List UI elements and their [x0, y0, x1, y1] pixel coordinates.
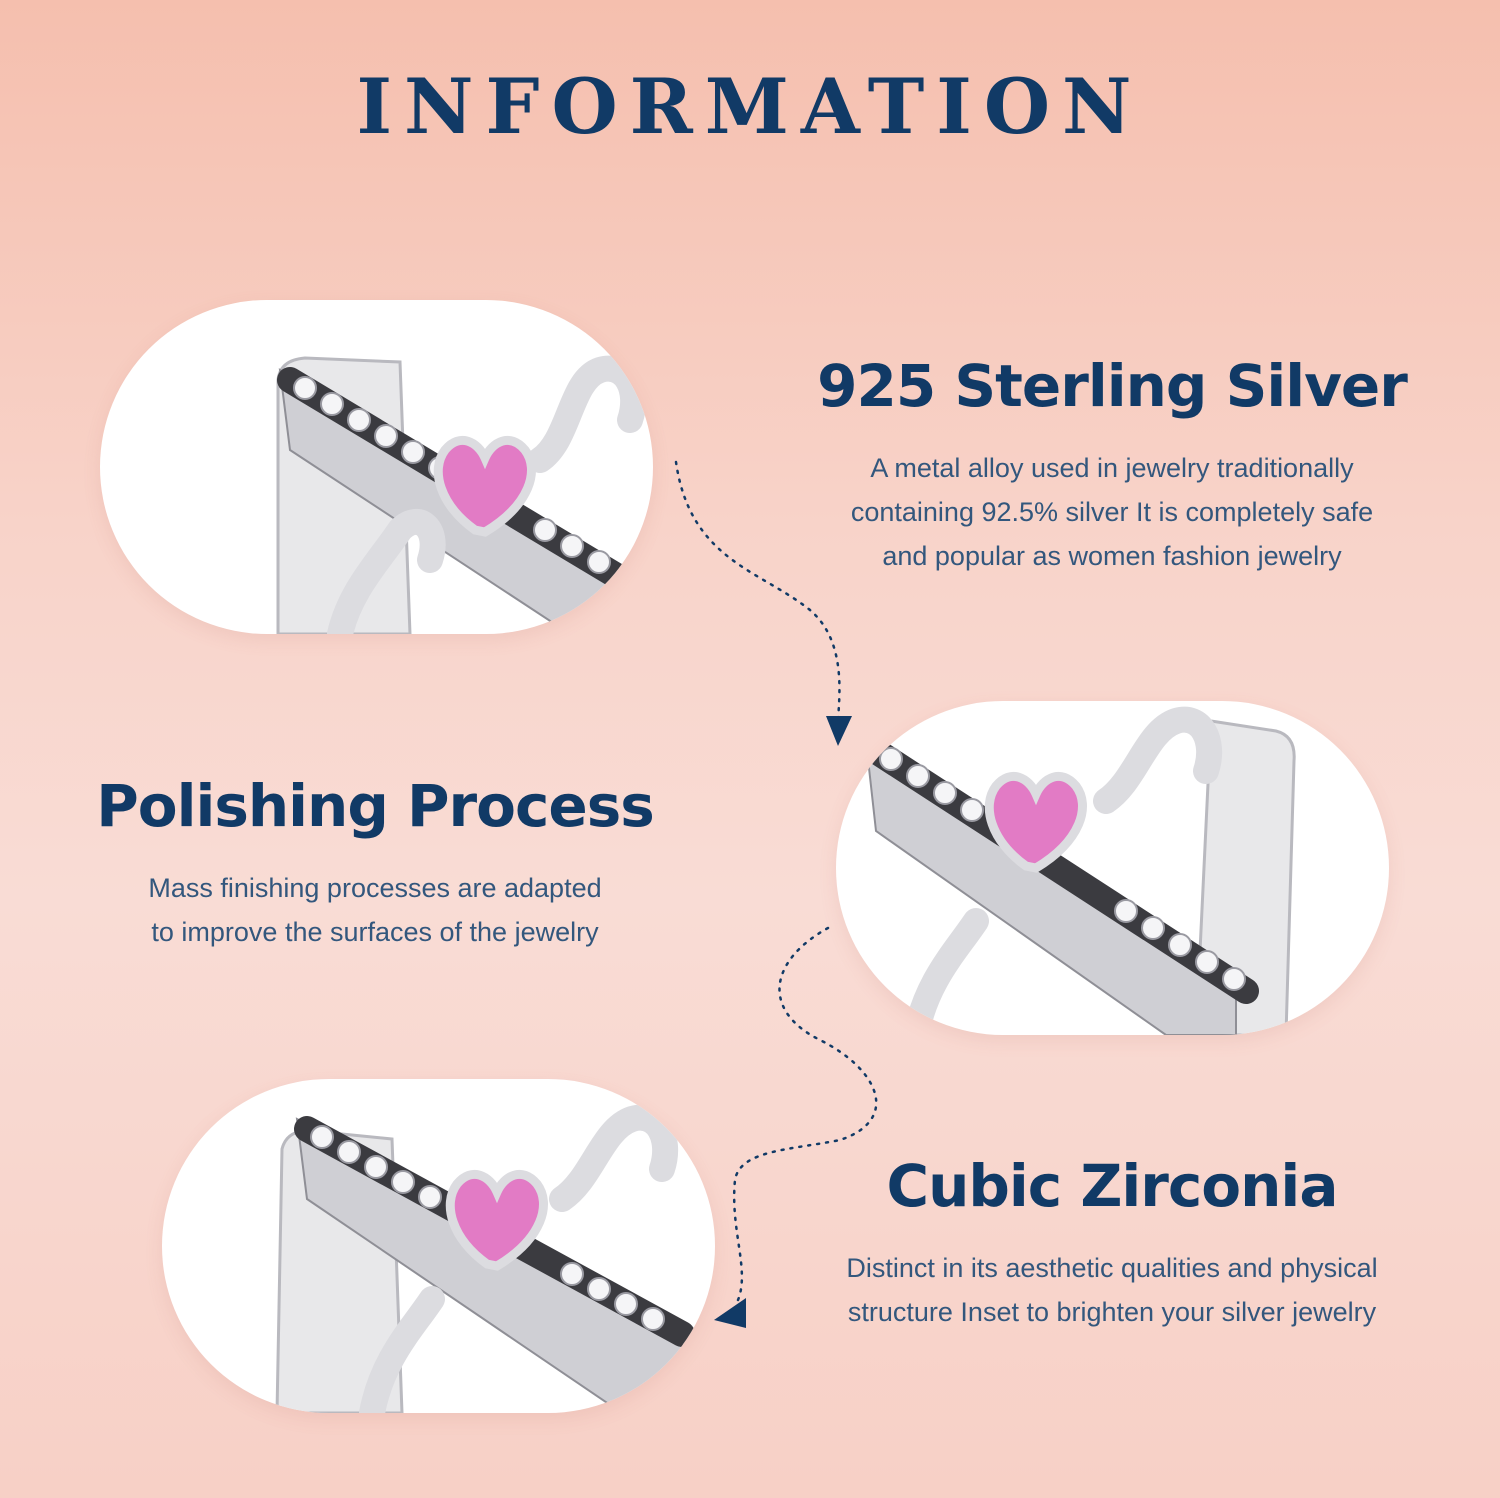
ring-closeup-image	[275, 1104, 695, 1413]
ring-image-polishing	[836, 701, 1389, 1035]
ring-image-silver	[100, 300, 653, 634]
desc-line: to improve the surfaces of the jewelry	[151, 917, 599, 947]
desc-polishing-process: Mass finishing processes are adapted to …	[75, 866, 675, 954]
arrow-left-icon	[714, 1298, 746, 1328]
heading-polishing-process: Polishing Process	[96, 772, 655, 840]
page-title: INFORMATION	[356, 62, 1144, 151]
desc-sterling-silver: A metal alloy used in jewelry traditiona…	[812, 446, 1412, 578]
desc-line: A metal alloy used in jewelry traditiona…	[870, 453, 1354, 483]
desc-line: Distinct in its aesthetic qualities and …	[846, 1253, 1378, 1283]
heading-sterling-silver: 925 Sterling Silver	[817, 352, 1408, 420]
ring-closeup-image	[863, 706, 1296, 1035]
desc-line: structure Inset to brighten your silver …	[847, 1297, 1377, 1327]
heading-cubic-zirconia: Cubic Zirconia	[886, 1152, 1339, 1220]
ring-closeup-image	[276, 355, 647, 634]
ring-image-zirconia	[162, 1079, 715, 1413]
desc-line: and popular as women fashion jewelry	[882, 541, 1342, 571]
desc-line: containing 92.5% silver It is completely…	[850, 497, 1374, 527]
desc-line: Mass finishing processes are adapted	[148, 873, 602, 903]
desc-cubic-zirconia: Distinct in its aesthetic qualities and …	[812, 1246, 1412, 1334]
